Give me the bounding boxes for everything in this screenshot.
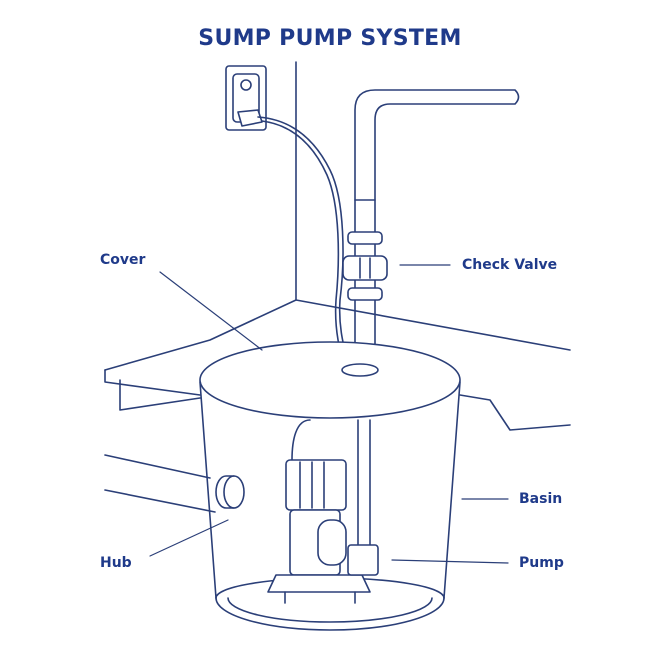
label-pump: Pump <box>519 555 564 571</box>
label-hub: Hub <box>100 555 132 571</box>
label-basin: Basin <box>519 491 563 507</box>
floor-ledge <box>104 299 571 513</box>
wall-outlet <box>225 65 351 373</box>
check-valve <box>342 231 388 301</box>
basin <box>199 341 461 631</box>
label-check-valve: Check Valve <box>462 257 558 273</box>
hub <box>215 475 245 509</box>
diagram-title: SUMP PUMP SYSTEM <box>198 26 462 51</box>
discharge-pipe <box>354 89 520 561</box>
label-cover: Cover <box>100 252 146 268</box>
leader-lines <box>149 264 509 564</box>
pump <box>267 419 379 604</box>
